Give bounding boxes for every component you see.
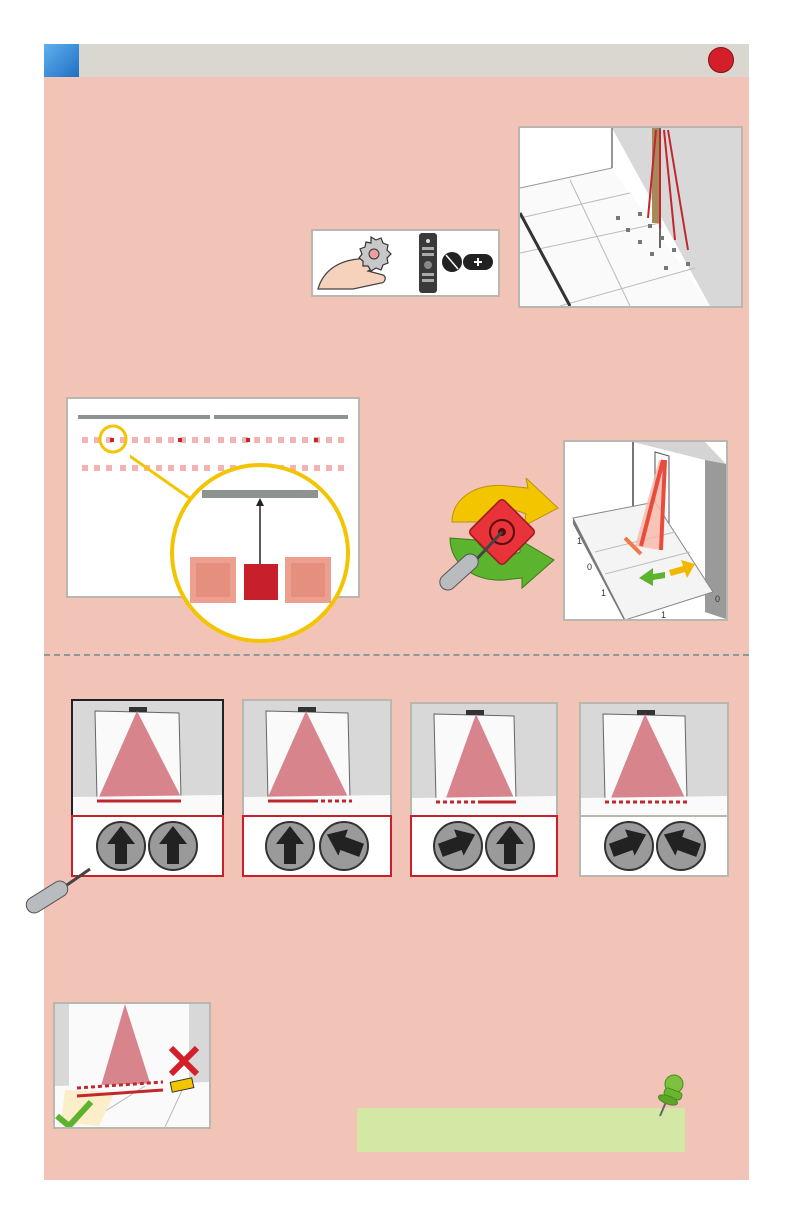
door-variant-3 [410,702,558,817]
red-circle-icon [708,47,734,73]
door-beam-perspective-panel [518,126,743,308]
axis-tick-label: 1 [577,536,582,546]
arrow-setting-4 [579,815,729,877]
door-variant-1 [71,699,224,817]
pushpin-icon [652,1072,692,1118]
rotation-adjust-illustration [430,478,565,608]
remote-control-panel [311,229,500,297]
section-divider [44,654,749,656]
arrow-setting-2 [242,815,392,877]
zoom-magnifier [130,440,370,650]
axis-tick-label: 1 [661,610,666,619]
arrow-setting-3 [410,815,558,877]
section-tab [44,44,79,77]
axis-tick-label: 1 [601,588,606,598]
axis-tick-label: 0 [715,594,720,604]
adjustment-knob-icon [442,252,462,272]
door-alignment-3d-panel: 1 0 1 1 0 [563,440,728,621]
axis-tick-label: 0 [587,562,592,572]
door-variant-4 [579,702,729,817]
header-bar [44,44,749,77]
hand-press-button-icon [318,237,391,289]
remote-control-icon [419,233,437,293]
placement-check-panel [53,1002,211,1129]
screwdriver-icon [20,865,92,915]
door-variant-2 [242,699,392,817]
plus-icon [463,254,493,270]
arrow-setting-1 [71,815,224,877]
note-box [357,1108,685,1152]
